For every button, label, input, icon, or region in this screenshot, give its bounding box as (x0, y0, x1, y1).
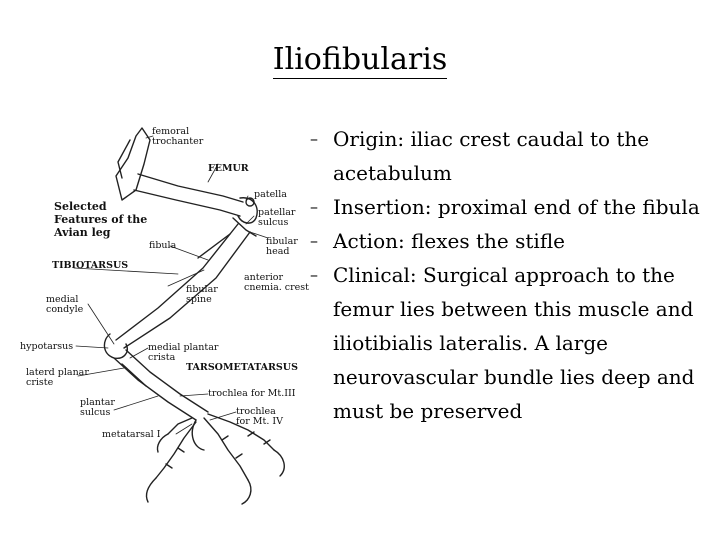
label-patella: patella (254, 189, 287, 200)
label-trochlea-mt4: trochlea for Mt. IV (236, 406, 283, 427)
label-fibular-spine: fibular spine (186, 284, 218, 305)
bullet-action: – Action: flexes the stifle (308, 224, 713, 258)
label-tibiotarsus: TIBIOTARSUS (52, 260, 129, 271)
bullet-dash-icon: – (310, 129, 318, 148)
bullet-dash-icon: – (310, 197, 318, 216)
bullet-dash-icon: – (310, 231, 318, 250)
label-tarsometatarsus: TARSOMETATARSUS (186, 362, 298, 373)
label-hypotarsus: hypotarsus (20, 341, 74, 352)
slide-title: Iliofibularis (272, 42, 448, 79)
label-femoral-trochanter: femoral trochanter (152, 126, 204, 147)
bullet-dash-icon: – (310, 265, 318, 284)
bullet-text: Insertion: proximal end of the fibula (333, 195, 700, 219)
label-anterior-cnemial-crest: anterior cnemia. crest (244, 272, 309, 293)
label-lateral-plantar-criste: laterd planar criste (26, 367, 89, 388)
label-medial-plantar-crista: medial plantar crista (148, 342, 219, 363)
avian-leg-drawing (73, 127, 285, 505)
label-fibular-head: fibular head (266, 236, 298, 257)
label-fibula: fibula (149, 240, 177, 251)
figure-caption: Selected Features of the Avian leg (54, 200, 148, 239)
bullet-list: – Origin: iliac crest caudal to the acet… (308, 122, 713, 428)
label-metatarsal-i: metatarsal I (102, 429, 161, 440)
avian-leg-figure: Selected Features of the Avian leg femor… (18, 118, 318, 518)
bullet-text: Clinical: Surgical approach to the femur… (333, 263, 695, 423)
label-femur: FEMUR (208, 163, 249, 174)
bullet-origin: – Origin: iliac crest caudal to the acet… (308, 122, 713, 190)
label-trochlea-mt3: trochlea for Mt.III (208, 388, 296, 399)
bullet-text: Action: flexes the stifle (333, 229, 565, 253)
bullet-insertion: – Insertion: proximal end of the fibula (308, 190, 713, 224)
label-medial-condyle: medial condyle (46, 294, 84, 315)
label-patellar-sulcus: patellar sulcus (258, 207, 296, 228)
bullet-text: Origin: iliac crest caudal to the acetab… (333, 127, 650, 185)
bullet-clinical: – Clinical: Surgical approach to the fem… (308, 258, 713, 428)
label-plantar-sulcus: plantar sulcus (80, 397, 115, 418)
